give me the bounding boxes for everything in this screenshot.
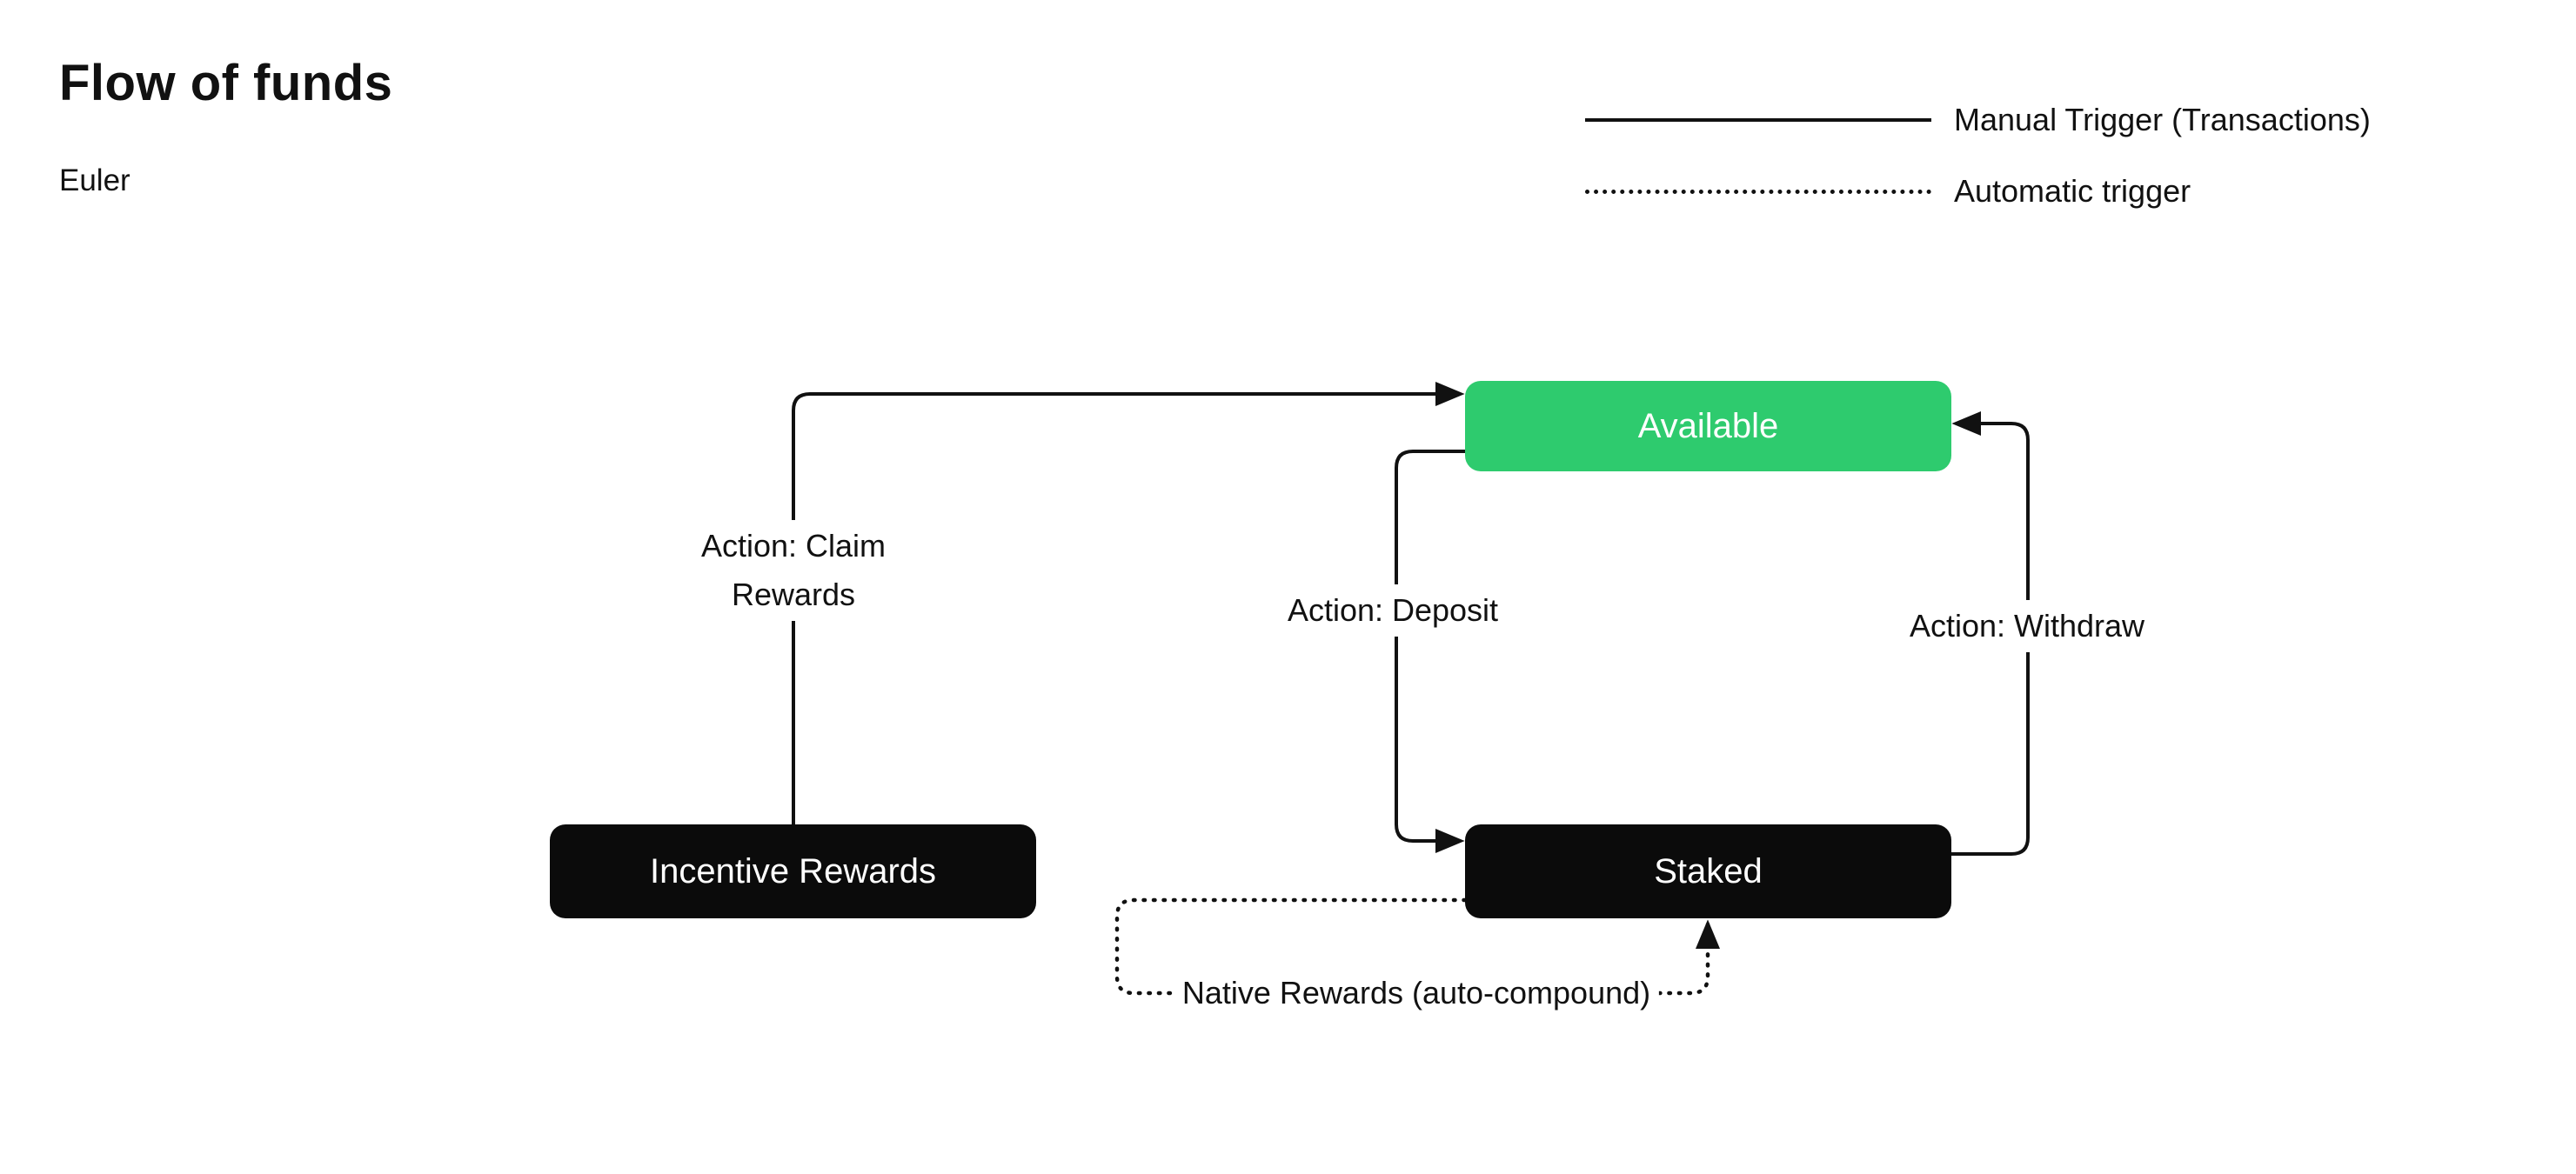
legend-row-manual: Manual Trigger (Transactions): [1585, 97, 2371, 143]
solid-line-sample-icon: [1585, 118, 1931, 122]
edge-label-claim-line2: Rewards: [731, 576, 856, 612]
edge-label-deposit: Action: Deposit: [1278, 584, 1508, 637]
node-available: Available: [1465, 381, 1951, 471]
page-title: Flow of funds: [59, 55, 393, 111]
legend-automatic-label: Automatic trigger: [1954, 173, 2191, 209]
dotted-line-sample-icon: [1585, 189, 1931, 194]
legend-manual-label: Manual Trigger (Transactions): [1954, 102, 2371, 137]
edge-claim-rewards: [792, 382, 1465, 824]
edge-label-claim-rewards: Action: Claim Rewards: [692, 520, 895, 621]
edge-label-native-rewards: Native Rewards (auto-compound): [1173, 967, 1660, 1019]
node-incentive-rewards: Incentive Rewards: [550, 824, 1036, 918]
page-subtitle: Euler: [59, 163, 130, 197]
edge-deposit: [1395, 450, 1465, 853]
edge-label-claim-line1: Action: Claim: [700, 528, 887, 564]
edge-label-withdraw: Action: Withdraw: [1900, 600, 2154, 652]
edge-native-rewards: [1114, 897, 1720, 996]
legend: Manual Trigger (Transactions) Automatic …: [1585, 97, 2371, 240]
node-staked: Staked: [1465, 824, 1951, 918]
legend-row-automatic: Automatic trigger: [1585, 169, 2371, 214]
